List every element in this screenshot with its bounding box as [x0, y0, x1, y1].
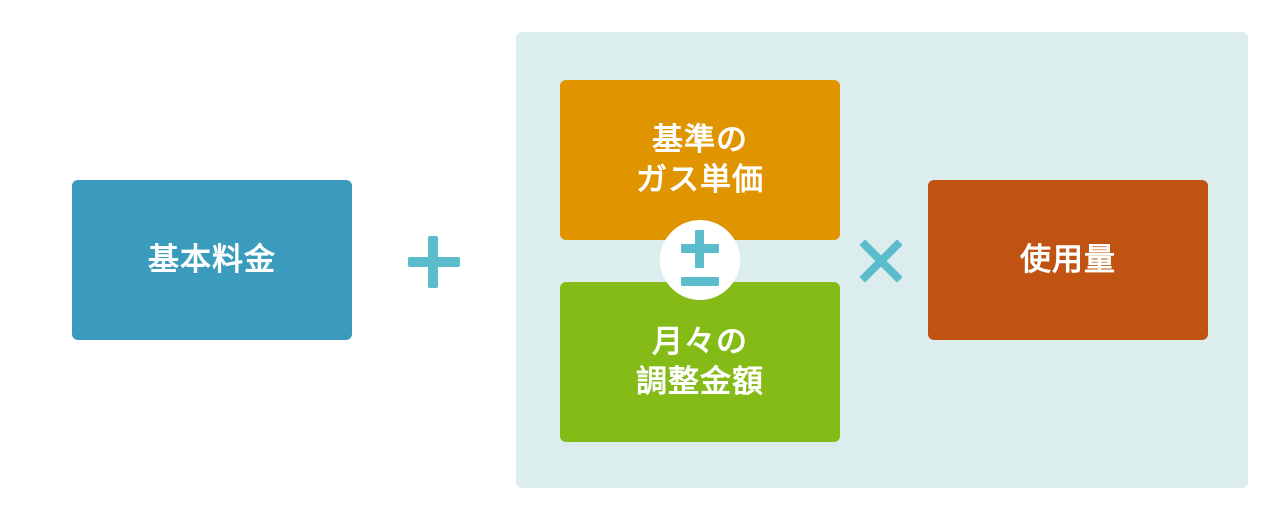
base-fee-box: 基本料金 [72, 180, 352, 340]
base-fee-label: 基本料金 [148, 241, 276, 278]
plus-minus-badge [660, 220, 740, 300]
monthly-adjustment-box: 月々の 調整金額 [560, 282, 840, 442]
unit-price-box: 基準の ガス単価 [560, 80, 840, 240]
usage-label: 使用量 [1020, 241, 1116, 278]
monthly-adjustment-label: 月々の 調整金額 [636, 323, 764, 400]
usage-box: 使用量 [928, 180, 1208, 340]
unit-price-label: 基準の ガス単価 [636, 121, 764, 198]
multiply-icon [859, 239, 903, 283]
plus-minus-icon [681, 230, 719, 286]
plus-icon [408, 236, 460, 288]
